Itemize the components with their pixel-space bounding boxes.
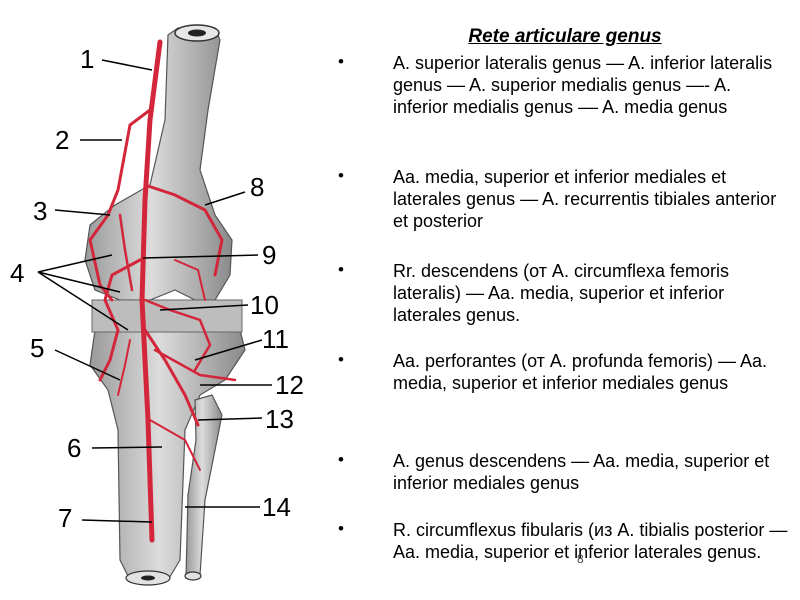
label-8: 8 <box>250 172 265 202</box>
bullet-text: A. genus descendens — Aa. media, superio… <box>393 451 770 493</box>
bullet-icon: • <box>338 260 344 279</box>
label-3: 3 <box>33 196 48 226</box>
label-5: 5 <box>30 333 45 363</box>
bullet-text: A. superior lateralis genus — A. inferio… <box>393 53 773 117</box>
bullet-icon: • <box>338 350 344 369</box>
bullet-icon: • <box>338 166 344 185</box>
label-1: 1 <box>80 44 95 74</box>
bullet-text: Rr. descendens (от A. circumflexa femori… <box>393 261 729 325</box>
label-leader-lines <box>37 59 272 523</box>
label-12: 12 <box>275 370 304 400</box>
label-7: 7 <box>58 503 73 533</box>
label-10: 10 <box>250 290 279 320</box>
bullet-text: Aa. media, superior et inferior mediales… <box>393 167 777 231</box>
fibula-bone <box>185 394 223 579</box>
knee-anatomy-drawing <box>37 24 272 586</box>
bullet-text: Aa. perforantes (от A. profunda femoris)… <box>393 351 768 393</box>
label-11: 11 <box>262 324 289 354</box>
bullet-icon: • <box>338 52 344 71</box>
knee-arteries-illustration: 1 2 3 4 5 6 7 8 9 10 11 12 13 14 <box>0 0 330 600</box>
label-14: 14 <box>262 492 291 522</box>
label-2: 2 <box>55 125 70 155</box>
label-13: 13 <box>265 404 294 434</box>
page-number: 8 <box>577 552 584 566</box>
tibia-bone <box>89 329 246 581</box>
label-9: 9 <box>262 240 277 270</box>
label-6: 6 <box>67 433 82 463</box>
label-4: 4 <box>10 258 25 288</box>
bullet-icon: • <box>338 519 344 538</box>
slide-title: Rete articulare genus <box>468 26 662 47</box>
bullet-icon: • <box>338 450 344 469</box>
bullet-text: R. circumflexus fibularis (из A. tibiali… <box>393 520 788 562</box>
main-artery <box>139 39 163 543</box>
